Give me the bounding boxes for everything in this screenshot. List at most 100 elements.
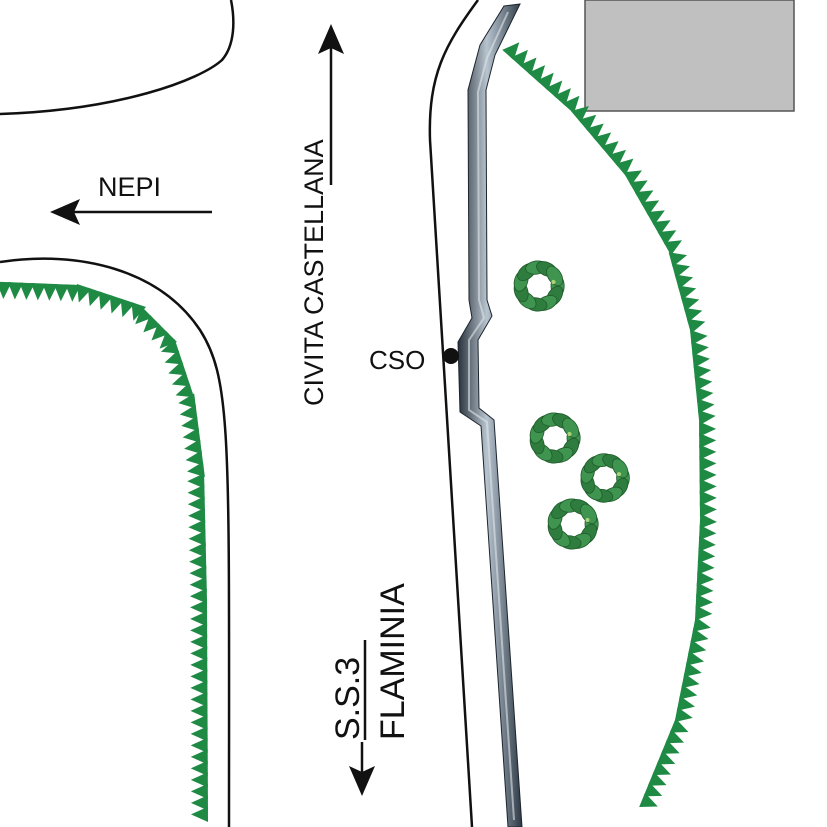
embankment-tick (685, 650, 705, 666)
embankment-tick (42, 283, 58, 301)
embankment-tick (562, 95, 580, 114)
building (584, 0, 795, 112)
embankment-tick (189, 588, 208, 604)
drainage-channel (457, 3, 523, 827)
embankment-tick (699, 467, 717, 483)
embankment-tick (570, 105, 589, 123)
label-cso: CSO (369, 345, 425, 375)
embankment-tick (629, 180, 648, 196)
embankment-tick (545, 80, 563, 99)
embankment-tick (76, 283, 92, 303)
embankment-tick (98, 291, 114, 310)
embankment-tick (646, 210, 665, 226)
embankment-tick (699, 432, 717, 449)
embankment-tick (695, 593, 713, 610)
embankment-tick (190, 668, 208, 684)
embankment-tick (190, 691, 208, 707)
embankment-tick (185, 450, 204, 466)
embankment-tick (536, 72, 554, 91)
embankment-tick (683, 307, 703, 323)
embankment-tick (674, 707, 693, 723)
tree-icon (529, 412, 581, 464)
embankment-tick (178, 393, 197, 409)
embankment-right (502, 42, 717, 808)
embankment-tick (190, 749, 208, 765)
embankment-tick (109, 294, 125, 314)
embankment-left (0, 281, 209, 822)
embankment-tick (181, 416, 200, 432)
embankment-tick (698, 410, 716, 426)
embankment-tick (656, 750, 676, 765)
embankment-tick (168, 360, 187, 376)
label-nepi: NEPI (98, 172, 161, 202)
embankment-tick (553, 88, 571, 106)
channel-highlight (468, 11, 515, 821)
embankment-tick (187, 473, 205, 489)
embankment-tick (692, 352, 710, 369)
embankment-tick (683, 661, 702, 677)
embankment-tick (697, 547, 716, 564)
embankment-tick (190, 622, 208, 638)
embankment-tick (184, 438, 202, 455)
embankment-tick (160, 339, 180, 354)
embankment-tick (696, 582, 714, 598)
embankment-tick (699, 490, 717, 506)
embankment-tick (661, 739, 680, 754)
embankment-tick (699, 501, 717, 518)
embankment-tick (681, 673, 700, 689)
embankment-tick (187, 484, 205, 501)
embankment-tick (665, 729, 685, 744)
embankment-tick (53, 283, 70, 302)
embankment-tick (190, 680, 208, 696)
embankment-tick (647, 771, 667, 786)
embankment-tick (189, 565, 207, 581)
embankment-tick (669, 718, 689, 733)
embankment-tick (190, 657, 208, 673)
embankment-tick (65, 284, 81, 302)
embankment-tick (190, 714, 208, 730)
embankment-tick (693, 364, 712, 380)
embankment-tick (696, 570, 715, 587)
embankment-tick (502, 42, 520, 61)
embankment-tick (189, 553, 207, 569)
label-flaminia: FLAMINIA (374, 583, 412, 740)
side-road-lower-edge (0, 257, 231, 827)
embankment-tick (699, 455, 717, 472)
embankment-tick (674, 274, 694, 290)
embankment-tick (528, 65, 546, 83)
arrow-left-icon (50, 199, 212, 225)
embankment-tick (679, 684, 698, 700)
embankment-tick (668, 252, 688, 268)
embankment-tick (190, 806, 209, 822)
tree-icon (580, 453, 630, 503)
point-marker-icon (443, 348, 459, 364)
embankment-tick (179, 404, 198, 420)
embankment-tick (190, 645, 208, 661)
embankment-tick (608, 149, 627, 167)
embankment-tick (671, 263, 691, 279)
embankment-tick (600, 141, 619, 158)
embankment-tick (131, 302, 147, 321)
embankment-tick (182, 427, 201, 443)
embankment-tick (694, 375, 713, 391)
embankment-tick (639, 792, 658, 808)
embankment-tick (190, 599, 208, 615)
embankment-tick (189, 576, 207, 592)
embankment-tick (615, 158, 634, 176)
embankment-tick (696, 398, 715, 414)
embankment-tick (188, 542, 207, 558)
embankment-tick (593, 132, 612, 150)
embankment-tick (699, 421, 717, 437)
embankment-tick (120, 298, 136, 318)
embankment-tick (690, 628, 709, 644)
embankment-tick (699, 513, 717, 529)
embankment-tick (686, 318, 706, 334)
embankment-tick (697, 559, 715, 575)
embankment-tick (657, 230, 677, 246)
side-road-upper-edge (0, 0, 235, 116)
embankment-tick (188, 507, 206, 524)
embankment-tick (691, 341, 709, 357)
embankment-tick (652, 761, 671, 776)
embankment-tick (0, 281, 12, 299)
